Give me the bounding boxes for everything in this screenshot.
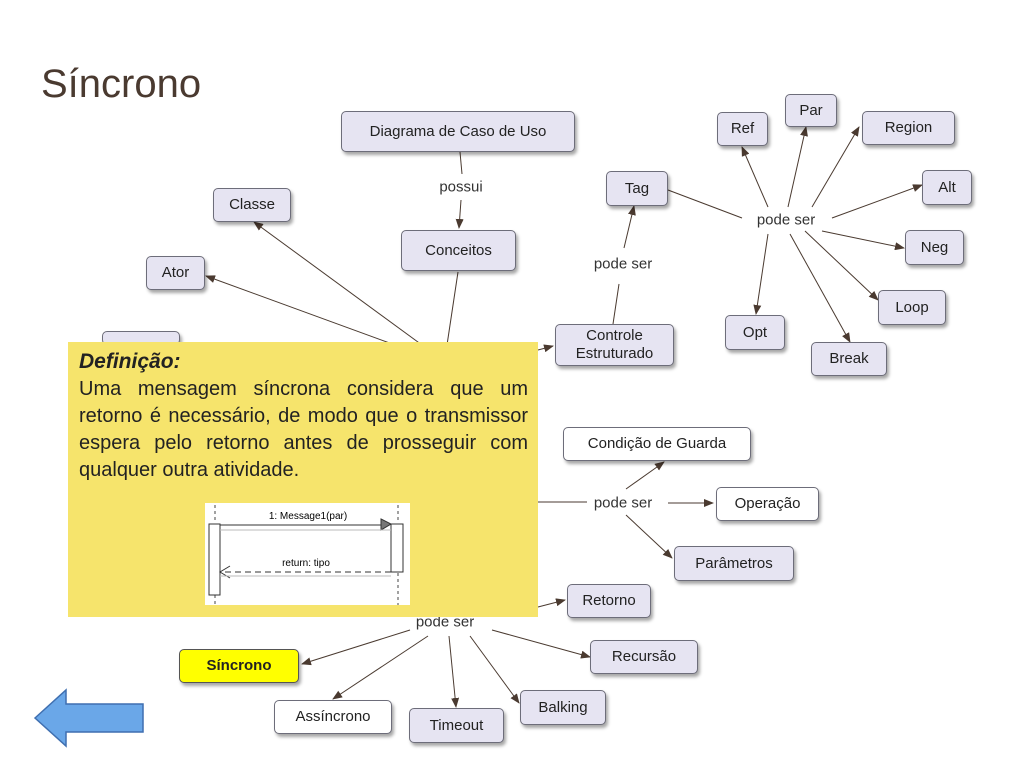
node-classe[interactable]: Classe — [213, 188, 291, 222]
node-label: Conceitos — [425, 241, 492, 259]
node-label: Tag — [624, 179, 650, 197]
node-label: Balking — [538, 698, 588, 716]
link-label-pode-ser-tipos: pode ser — [753, 211, 819, 229]
node-parametros[interactable]: Parâmetros — [674, 546, 794, 581]
node-label: Loop — [895, 298, 929, 316]
node-label: Ator — [161, 264, 190, 281]
node-loop[interactable]: Loop — [878, 290, 946, 325]
node-label: Opt — [742, 323, 768, 341]
node-label: Region — [884, 119, 933, 136]
node-label: Break — [829, 350, 869, 367]
node-label: Retorno — [582, 592, 636, 609]
node-sincrono[interactable]: Síncrono — [179, 649, 299, 683]
node-conceitos[interactable]: Conceitos — [401, 230, 516, 271]
node-neg[interactable]: Neg — [905, 230, 964, 265]
definition-text: Uma mensagem síncrona considera que um r… — [79, 378, 528, 481]
sequence-diagram: 1: Message1(par) return: tipo — [208, 505, 404, 605]
node-label: Diagrama de Caso de Uso — [369, 122, 547, 140]
node-label: Par — [799, 101, 823, 119]
node-label: Neg — [920, 238, 949, 256]
back-button[interactable] — [33, 688, 147, 753]
node-label: Síncrono — [206, 657, 272, 674]
node-par[interactable]: Par — [785, 94, 837, 127]
node-label: Controle Estruturado — [575, 327, 654, 362]
node-operacao[interactable]: Operação — [716, 487, 819, 521]
node-label: Assíncrono — [295, 708, 371, 725]
page-title: Síncrono — [41, 62, 202, 106]
node-label: Classe — [229, 196, 275, 213]
node-timeout[interactable]: Timeout — [409, 708, 504, 743]
node-ator[interactable]: Ator — [146, 256, 205, 290]
definition-heading: Definição: — [79, 350, 181, 373]
definition-box: Definição: Uma mensagem síncrona conside… — [68, 342, 538, 617]
link-label-pode-ser-tag: pode ser — [590, 255, 656, 273]
node-region[interactable]: Region — [862, 111, 955, 145]
node-tag[interactable]: Tag — [606, 171, 668, 206]
link-label-possui: possui — [436, 178, 486, 196]
node-retorno[interactable]: Retorno — [567, 584, 651, 618]
node-recursao[interactable]: Recursão — [590, 640, 698, 674]
sequence-example: 1: Message1(par) return: tipo — [205, 503, 410, 605]
node-alt[interactable]: Alt — [922, 170, 972, 205]
node-label: Condição de Guarda — [587, 435, 727, 452]
node-label: Operação — [734, 495, 801, 512]
sequence-return-label: return: tipo — [282, 558, 330, 569]
node-label: Parâmetros — [695, 554, 773, 572]
node-break[interactable]: Break — [811, 342, 887, 376]
node-assincrono[interactable]: Assíncrono — [274, 700, 392, 734]
node-condicao-guarda[interactable]: Condição de Guarda — [563, 427, 751, 461]
node-opt[interactable]: Opt — [725, 315, 785, 350]
sequence-call-label: 1: Message1(par) — [269, 511, 347, 522]
link-label-pode-ser-mensagem: pode ser — [412, 613, 478, 631]
node-label: Alt — [938, 178, 956, 196]
node-ref[interactable]: Ref — [717, 112, 768, 146]
left-arrow-icon — [33, 688, 144, 748]
node-diagrama-caso-uso[interactable]: Diagrama de Caso de Uso — [341, 111, 575, 152]
node-controle-estruturado[interactable]: Controle Estruturado — [555, 324, 674, 366]
node-balking[interactable]: Balking — [520, 690, 606, 725]
node-label: Timeout — [429, 716, 484, 734]
node-label: Ref — [730, 120, 755, 137]
link-label-pode-ser-controle: pode ser — [590, 494, 656, 512]
node-label: Recursão — [611, 648, 677, 665]
